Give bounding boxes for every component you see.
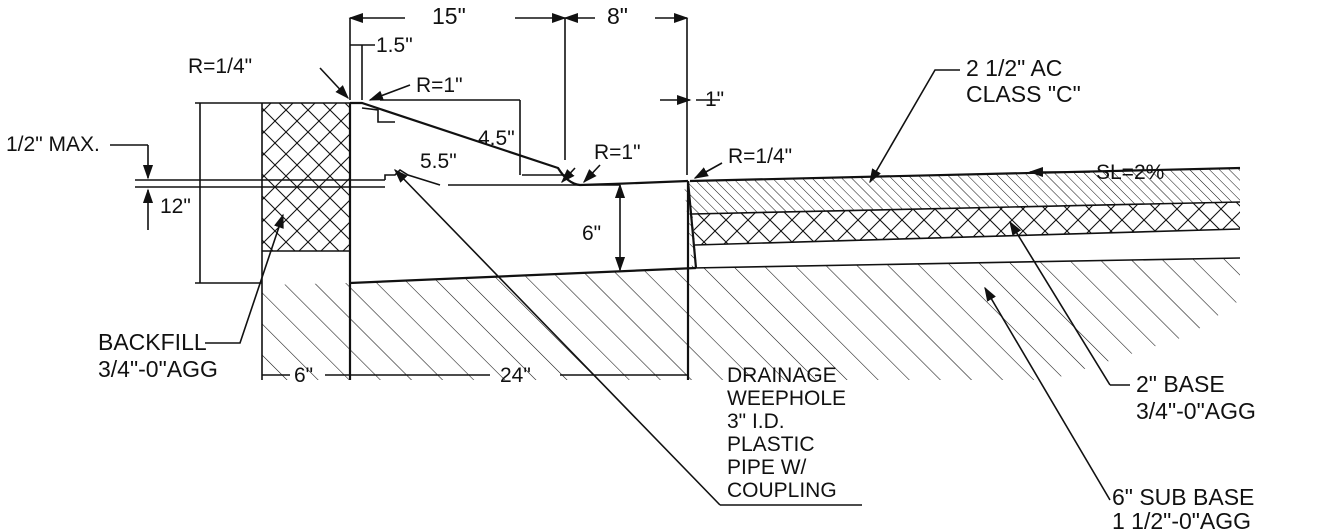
pavement-layers — [689, 166, 1241, 269]
ac-label-line2: CLASS "C" — [966, 81, 1081, 107]
drainage-label-6: COUPLING — [727, 479, 837, 502]
half-max-label: 1/2" MAX. — [6, 133, 100, 156]
dim-5-5-label: 5.5" — [420, 150, 457, 173]
dim-1-label: 1" — [705, 88, 724, 111]
drainage-label-4: PLASTIC — [727, 433, 815, 456]
r-one-top-label: R=1" — [416, 74, 463, 97]
dim-6-curb-label: 6" — [582, 222, 601, 245]
ac-label-line1: 2 1/2" AC — [966, 55, 1062, 81]
r-one-mid-label: R=1" — [594, 141, 641, 164]
subbase-label-line2: 1 1/2"-0"AGG — [1112, 508, 1251, 531]
dim-1-5-label: 1.5" — [376, 34, 413, 57]
dim-4-5-label: 4.5" — [478, 127, 515, 150]
dim-12-label: 12" — [160, 195, 191, 218]
r-quarter-right-label: R=1/4" — [728, 145, 792, 168]
labels: 15" 8" 1.5" R=1/4" R=1" R=1" R=1/4" 1" 4… — [6, 3, 1256, 531]
drainage-label-3: 3" I.D. — [727, 410, 785, 433]
drainage-label-5: PIPE W/ — [727, 456, 807, 479]
slope-label: SL=2% — [1096, 161, 1164, 184]
leader-lines — [205, 67, 1130, 506]
dim-8-label: 8" — [607, 3, 628, 29]
r-quarter-left-label: R=1/4" — [188, 55, 252, 78]
drainage-label-1: DRAINAGE — [727, 364, 837, 387]
dimension-lines — [110, 12, 720, 376]
subbase-label-line1: 6" SUB BASE — [1112, 484, 1254, 510]
backfill-label-line1: BACKFILL — [98, 329, 207, 355]
backfill-label-line2: 3/4"-0"AGG — [98, 356, 218, 382]
drainage-label-2: WEEPHOLE — [727, 387, 846, 410]
base-label-line1: 2" BASE — [1136, 371, 1225, 397]
dim-6-bottom-label: 6" — [294, 364, 313, 387]
base-label-line2: 3/4"-0"AGG — [1136, 398, 1256, 424]
dim-15-label: 15" — [432, 3, 466, 29]
dim-24-label: 24" — [500, 364, 531, 387]
